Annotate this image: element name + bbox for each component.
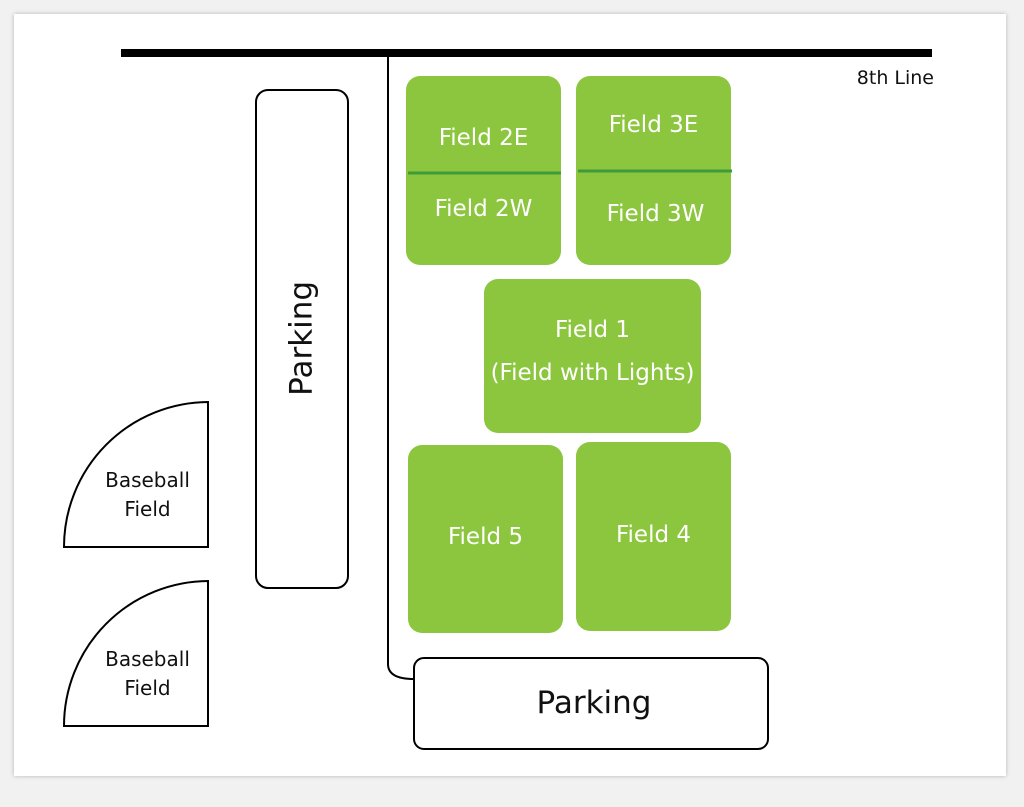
field-5-label: Field 5 [447,524,524,550]
baseball-field-1 [62,400,209,548]
road-label: 8th Line [856,67,934,89]
field-5 [408,445,563,633]
field-2 [406,76,561,265]
baseball-field-2-line1: Baseball [105,647,190,671]
parking-label-south: Parking [536,685,652,721]
field-1-subtitle: (Field with Lights) [490,359,695,386]
map-drawing [62,49,932,750]
field-4-label: Field 4 [615,522,692,548]
parking-lot-west [255,89,349,589]
parking-label-west: Parking [283,280,320,396]
field-1-label: Field 1 (Field with Lights) [484,316,701,388]
field-3w-label: Field 3W [606,201,705,227]
field-4 [576,442,731,631]
baseball-field-2-label: Baseball Field [90,645,205,703]
driveway [387,53,415,680]
baseball-field-1-line2: Field [124,497,171,521]
parking-lot-south [413,657,769,750]
field-2e-label: Field 2E [438,125,529,151]
baseball-field-1-line1: Baseball [105,468,190,492]
baseball-field-1-label: Baseball Field [90,466,205,524]
baseball-field-2-line2: Field [124,676,171,700]
field-2w-label: Field 2W [434,196,533,222]
site-map: 8th Line Parking Parking Field 2E Field … [14,14,1006,776]
field-1 [484,279,701,433]
field-1-title: Field 1 [554,317,631,343]
baseball-field-2 [62,579,209,727]
field-3e-label: Field 3E [608,112,699,138]
